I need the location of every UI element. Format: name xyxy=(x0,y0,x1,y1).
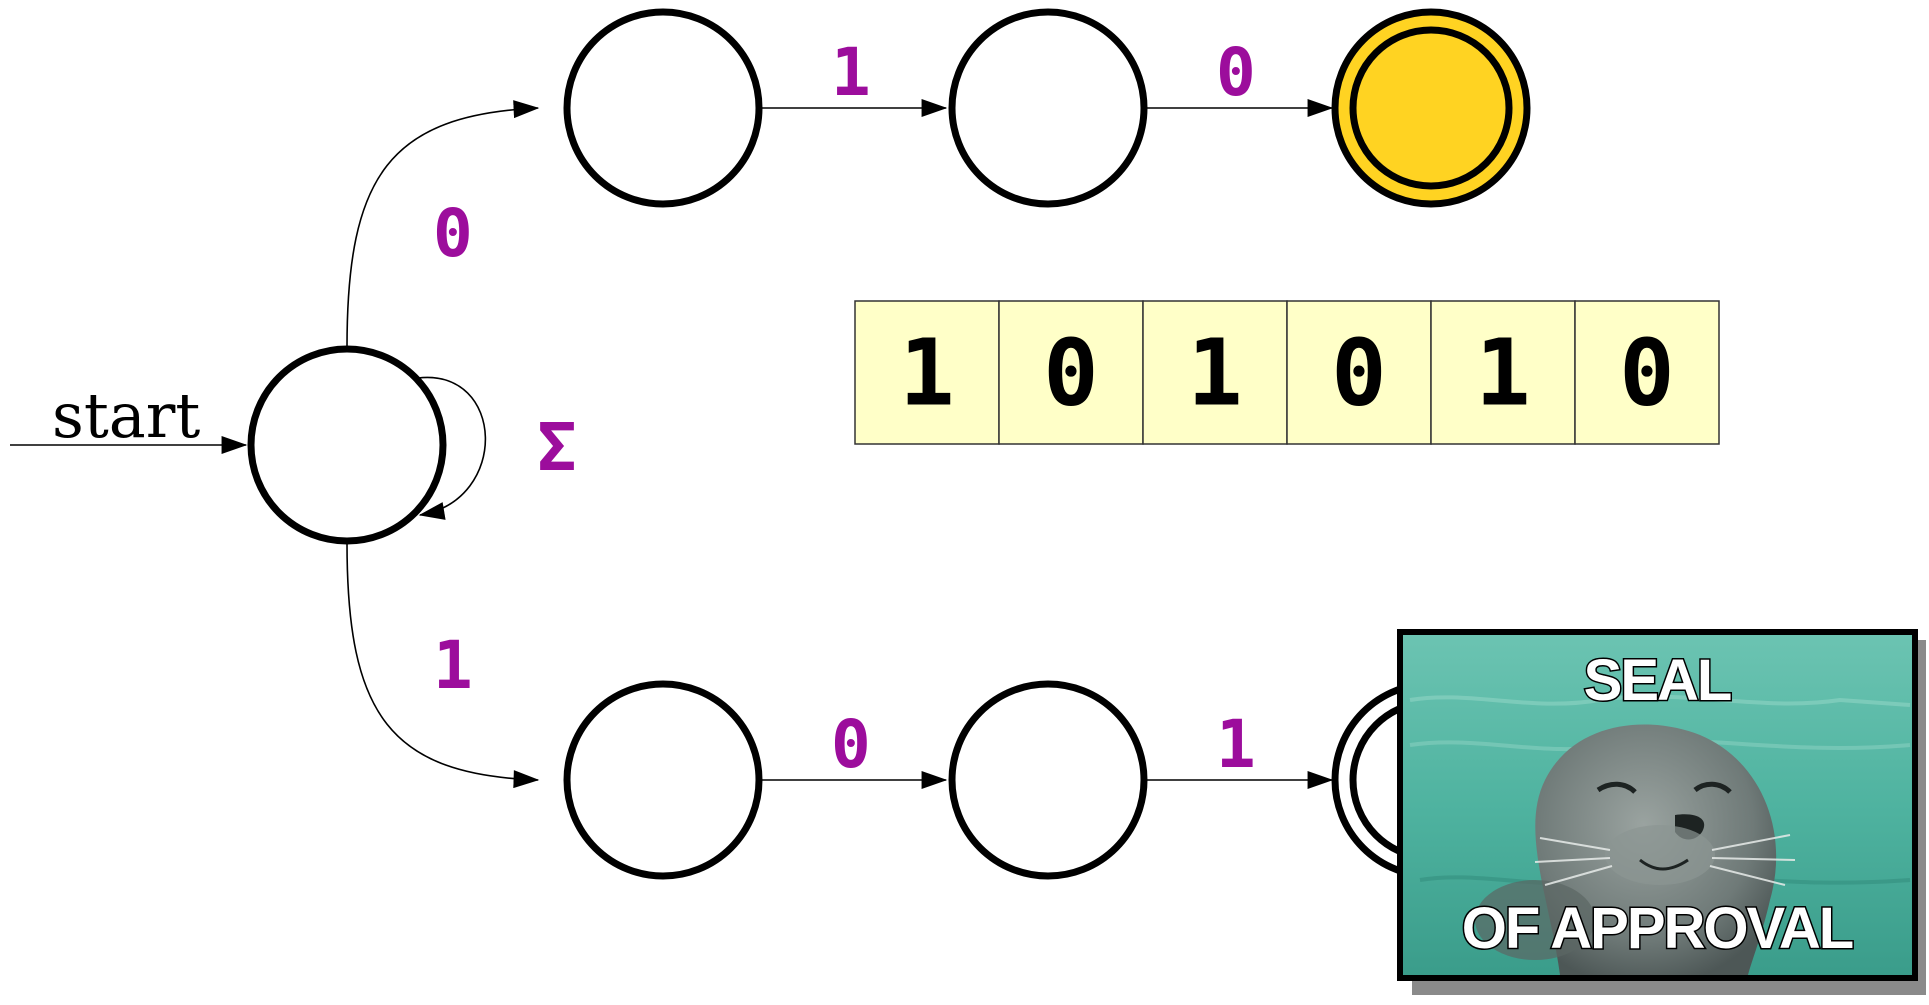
tape-symbol: 1 xyxy=(1187,320,1242,427)
tape-cell: 0 xyxy=(998,300,1144,445)
lower-state-2 xyxy=(948,680,1148,880)
tape-symbol: 0 xyxy=(1619,320,1674,427)
tape-symbol: 0 xyxy=(1331,320,1386,427)
tape-symbol: 1 xyxy=(1475,320,1530,427)
tape-cell: 1 xyxy=(1142,300,1288,445)
tape-cell: 0 xyxy=(1574,300,1720,445)
start-state xyxy=(247,345,447,545)
edge-label-upper-1: 1 xyxy=(831,34,871,111)
tape-symbol: 0 xyxy=(1043,320,1098,427)
meme-top-text: SEAL xyxy=(1584,648,1731,713)
lower-state-1 xyxy=(563,680,763,880)
edge-label-start-upper: 0 xyxy=(433,195,473,272)
upper-state-1 xyxy=(563,8,763,208)
tape-cell: 1 xyxy=(854,300,1000,445)
edge-label-lower-2: 1 xyxy=(1216,706,1256,783)
edge-start-to-lower xyxy=(346,542,540,789)
tape-cell: 0 xyxy=(1286,300,1432,445)
edge-label-lower-1: 0 xyxy=(831,706,871,783)
edge-start-to-upper xyxy=(346,100,540,348)
tape-symbol: 1 xyxy=(899,320,954,427)
seal-of-approval-image: SEAL OF APPROVAL xyxy=(1397,629,1926,995)
self-loop-edge xyxy=(417,376,487,520)
upper-state-2 xyxy=(948,8,1148,208)
start-label: start xyxy=(52,379,200,452)
meme-bottom-text: OF APPROVAL xyxy=(1462,896,1853,961)
tape-cell: 1 xyxy=(1430,300,1576,445)
edge-label-upper-2: 0 xyxy=(1216,34,1256,111)
edge-label-start-lower: 1 xyxy=(433,627,473,704)
upper-accept-state xyxy=(1331,8,1531,208)
self-loop-label: Σ xyxy=(537,409,577,486)
